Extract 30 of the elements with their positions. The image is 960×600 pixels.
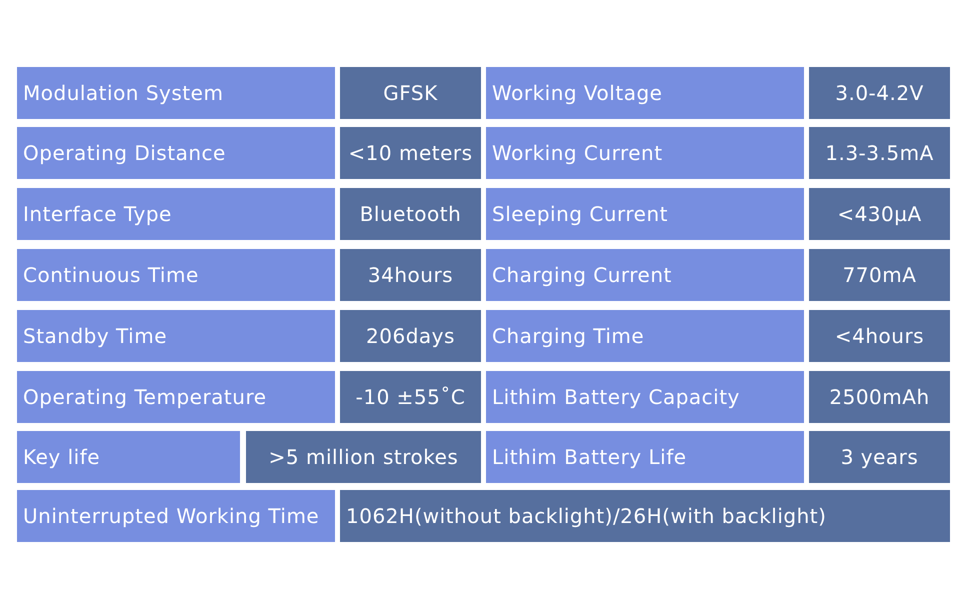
spec-value-cell: -10 ±55˚C bbox=[340, 371, 481, 423]
spec-value-cell: Bluetooth bbox=[340, 188, 481, 240]
spec-value-cell: <4hours bbox=[809, 310, 950, 362]
spec-name-cell: Operating Distance bbox=[17, 127, 335, 179]
spec-value-cell: 206days bbox=[340, 310, 481, 362]
spec-name-cell: Lithim Battery Capacity bbox=[486, 371, 804, 423]
spec-value-cell: 1.3-3.5mA bbox=[809, 127, 950, 179]
spec-name-cell: Continuous Time bbox=[17, 249, 335, 301]
spec-name-cell: Uninterrupted Working Time bbox=[17, 490, 335, 542]
spec-name-cell: Interface Type bbox=[17, 188, 335, 240]
spec-name-cell: Lithim Battery Life bbox=[486, 431, 804, 483]
spec-name-cell: Modulation System bbox=[17, 67, 335, 119]
spec-value-cell: <10 meters bbox=[340, 127, 481, 179]
spec-value-cell: 1062H(without backlight)/26H(with backlight) bbox=[340, 490, 950, 542]
spec-name-cell: Working Voltage bbox=[486, 67, 804, 119]
spec-value-cell: <430μA bbox=[809, 188, 950, 240]
spec-name-cell: Operating Temperature bbox=[17, 371, 335, 423]
spec-name-cell: Charging Time bbox=[486, 310, 804, 362]
spec-value-cell: >5 million strokes bbox=[246, 431, 481, 483]
spec-value-cell: 34hours bbox=[340, 249, 481, 301]
spec-name-cell: Standby Time bbox=[17, 310, 335, 362]
spec-value-cell: 770mA bbox=[809, 249, 950, 301]
spec-name-cell: Working Current bbox=[486, 127, 804, 179]
spec-name-cell: Sleeping Current bbox=[486, 188, 804, 240]
spec-name-cell: Key life bbox=[17, 431, 240, 483]
spec-value-cell: GFSK bbox=[340, 67, 481, 119]
spec-name-cell: Charging Current bbox=[486, 249, 804, 301]
spec-value-cell: 2500mAh bbox=[809, 371, 950, 423]
spec-value-cell: 3 years bbox=[809, 431, 950, 483]
spec-value-cell: 3.0-4.2V bbox=[809, 67, 950, 119]
